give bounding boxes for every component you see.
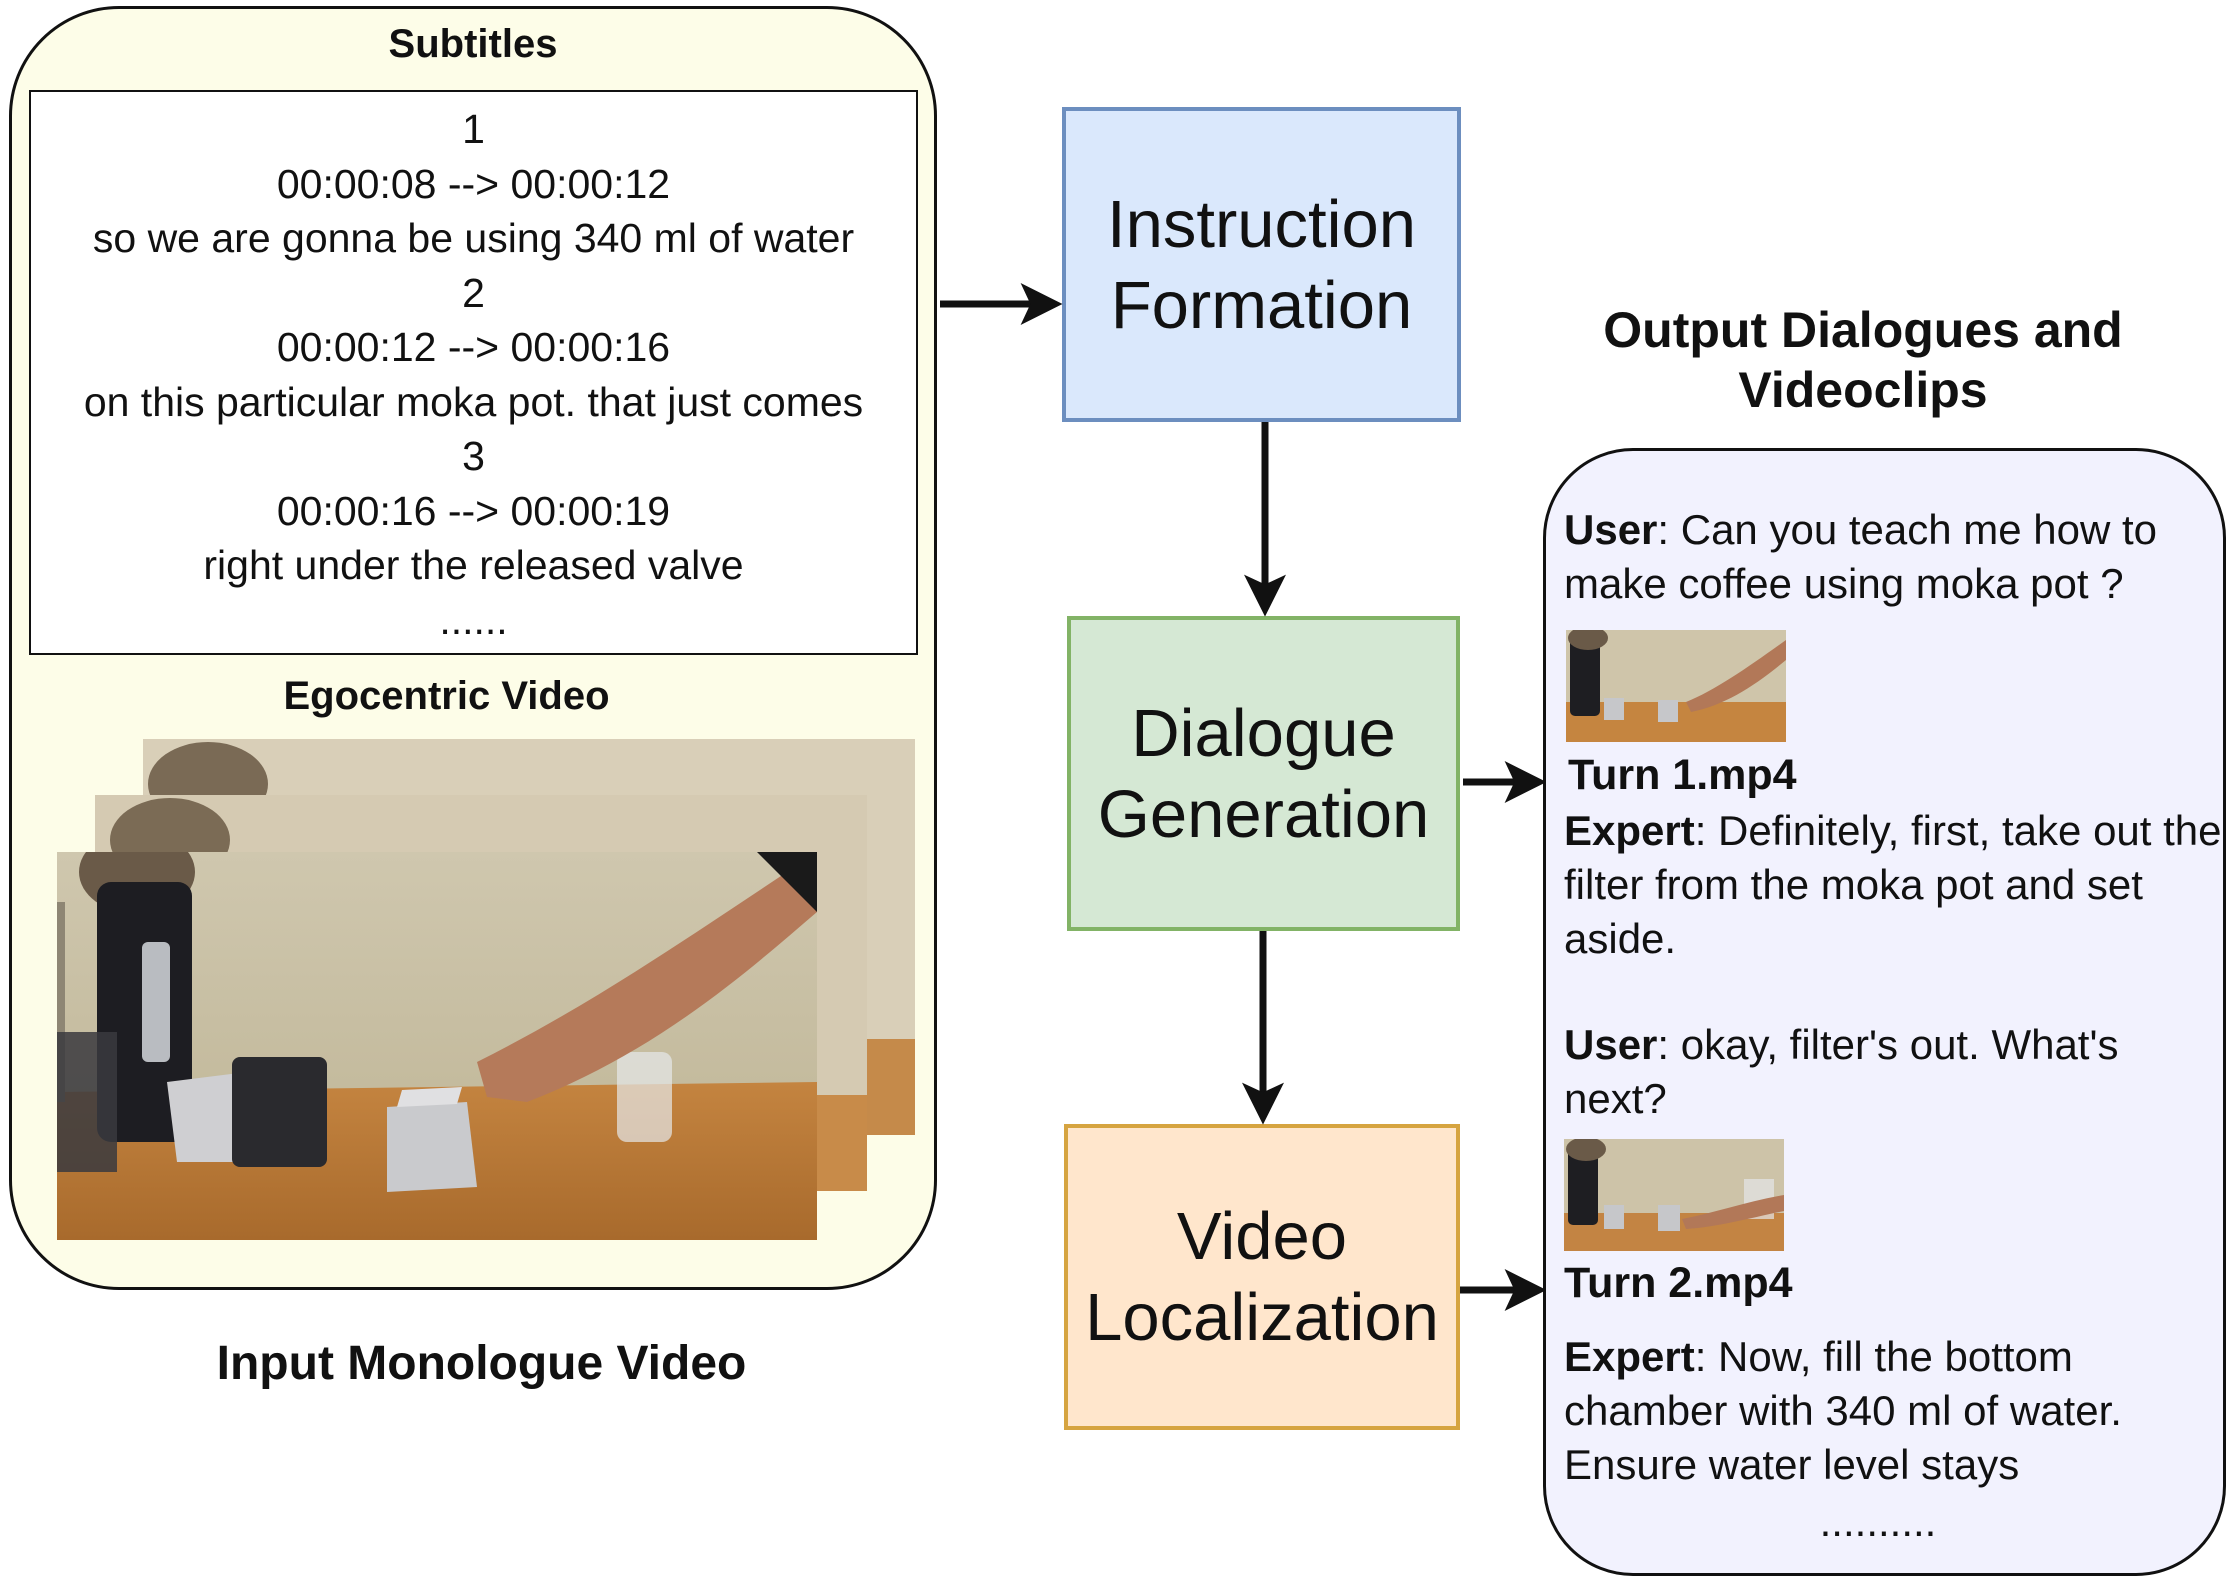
turn2-clip-thumbnail[interactable]: [1564, 1139, 1784, 1251]
continuation-ellipsis: ..........: [1819, 1498, 1937, 1545]
box-label-line: Localization: [1085, 1280, 1439, 1355]
turn2-user-message: User: okay, filter's out. What's next?: [1564, 1018, 2224, 1126]
turn2-expert-message: Expert: Now, fill the bottom chamber wit…: [1564, 1330, 2224, 1492]
message-text: : Now, fill the bottom chamber with 340 …: [1564, 1333, 2122, 1488]
input-caption: Input Monologue Video: [216, 1337, 747, 1390]
subtitle-line: 00:00:12 --> 00:00:16: [276, 324, 671, 370]
instruction-formation-box: Instruction Formation: [1062, 107, 1461, 422]
output-title-line: Videoclips: [1738, 362, 1988, 418]
box-label-line: Formation: [1110, 267, 1413, 343]
subtitle-line: right under the released valve: [203, 542, 744, 588]
speaker-label: Expert: [1564, 807, 1695, 854]
speaker-label: User: [1564, 506, 1658, 553]
message-text: : Can you teach me how to make coffee us…: [1564, 506, 2158, 607]
output-title: Output Dialogues and Videoclips: [1548, 300, 2178, 420]
turn1-expert-message: Expert: Definitely, first, take out the …: [1564, 804, 2224, 966]
turn1-clip-thumbnail[interactable]: [1566, 630, 1786, 742]
turn1-user-message: User: Can you teach me how to make coffe…: [1564, 503, 2224, 611]
message-text: : Definitely, first, take out the filter…: [1564, 807, 2222, 962]
subtitle-line: 2: [462, 269, 485, 316]
subtitles-title: Subtitles: [388, 22, 558, 66]
video-frame-front: [57, 852, 817, 1240]
dialogue-generation-box: Dialogue Generation: [1067, 616, 1460, 931]
subtitle-line: 00:00:16 --> 00:00:19: [276, 487, 671, 534]
subtitle-line: ......: [439, 596, 508, 643]
subtitle-line: 1: [462, 106, 485, 152]
video-localization-box: Video Localization: [1064, 1124, 1460, 1430]
turn1-clip-filename[interactable]: Turn 1.mp4: [1568, 751, 1797, 799]
egocentric-video-title: Egocentric Video: [283, 674, 610, 718]
turn2-clip-filename[interactable]: Turn 2.mp4: [1564, 1259, 1793, 1307]
subtitles-box: 1 00:00:08 --> 00:00:12 so we are gonna …: [29, 90, 918, 655]
subtitle-line: so we are gonna be using 340 ml of water: [92, 215, 855, 261]
box-label-line: Instruction: [1106, 186, 1417, 262]
box-label-line: Video: [1176, 1199, 1348, 1274]
message-text: : okay, filter's out. What's next?: [1564, 1021, 2119, 1122]
subtitle-line: 00:00:08 --> 00:00:12: [276, 160, 671, 207]
output-title-line: Output Dialogues and: [1603, 302, 2123, 358]
subtitle-line: on this particular moka pot. that just c…: [83, 378, 864, 425]
speaker-label: User: [1564, 1021, 1658, 1068]
box-label-line: Generation: [1097, 776, 1430, 852]
subtitle-line: 3: [462, 433, 485, 479]
speaker-label: Expert: [1564, 1333, 1695, 1380]
box-label-line: Dialogue: [1131, 695, 1396, 771]
